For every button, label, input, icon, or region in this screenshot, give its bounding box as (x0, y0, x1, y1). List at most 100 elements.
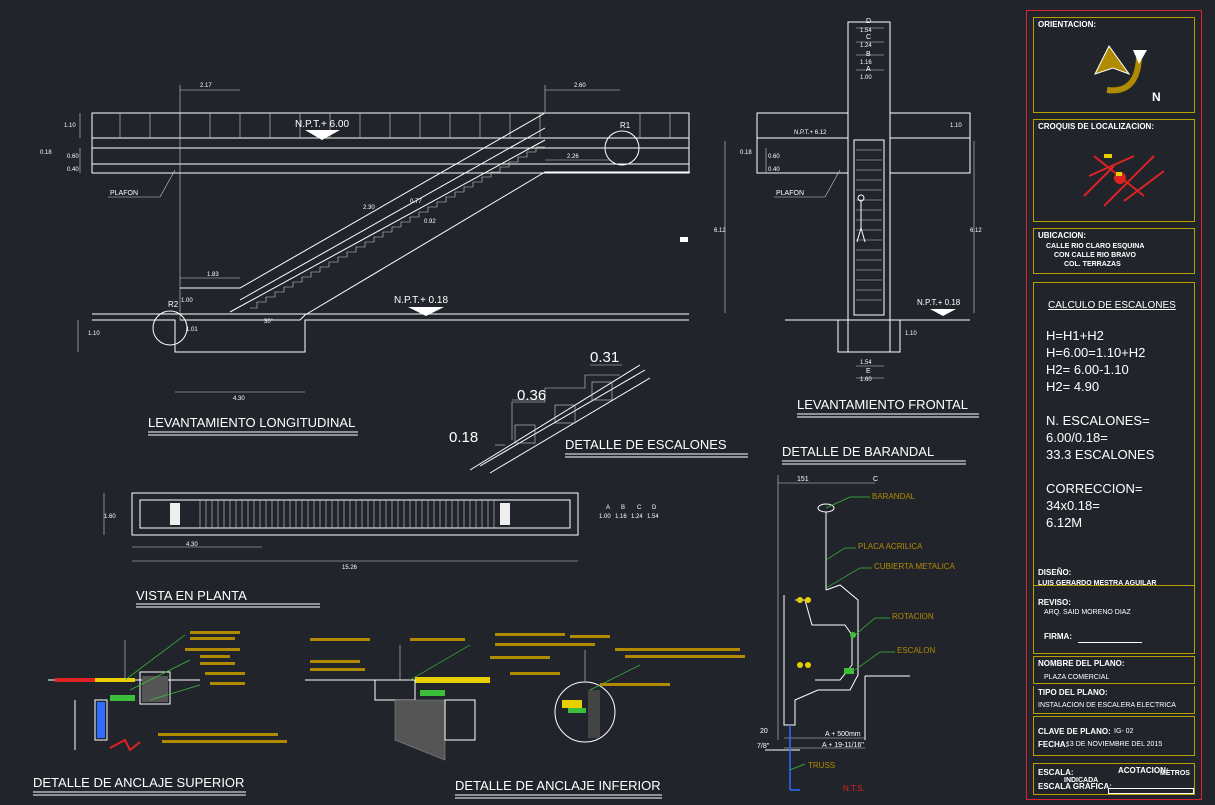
calculation-panel: CALCULO DE ESCALONES H=H1+H2 H=6.00=1.10… (1033, 282, 1195, 586)
rail-escalon: ESCALON (897, 646, 935, 655)
north-arrow-icon (1094, 45, 1147, 94)
dim-front-100: 1.00 (860, 75, 872, 81)
calc-line-2: H=6.00=1.10+H2 (1046, 345, 1146, 360)
dim-long-060: 0.60 (67, 154, 79, 160)
fecha-value: 13 DE NOVIEMBRE DEL 2015 (1066, 741, 1163, 748)
clave-heading: CLAVE DE PLANO: (1038, 727, 1111, 736)
dim-long-183: 1.83 (207, 272, 219, 278)
location-map-icon (1083, 154, 1165, 207)
plan-name-panel: NOMBRE DEL PLANO: PLAZA COMERCIAL (1033, 656, 1195, 684)
longitudinal-elevation (77, 85, 726, 393)
dim-front-124: 1.24 (860, 43, 872, 49)
firma-heading: FIRMA: (1044, 632, 1072, 641)
croquis-heading: CROQUIS DE LOCALIZACION: (1038, 122, 1154, 131)
r1-label: R1 (620, 121, 631, 130)
dim-long-101: 1.01 (186, 327, 198, 333)
dim-front-d: D (866, 18, 871, 25)
rail-151: 151 (797, 476, 809, 483)
dim-long-226: 2.26 (567, 154, 579, 160)
calc-line-4: H2= 4.90 (1046, 379, 1100, 394)
plan-a: A (606, 505, 610, 511)
design-panel: DISEÑO: LUIS GERARDO MESTRA AGUILAR REVI… (1033, 564, 1195, 654)
dim-long-092: 0.92 (424, 219, 436, 225)
ubicacion-heading: UBICACION: (1038, 231, 1086, 240)
plafon-front-label: PLAFON (776, 190, 804, 197)
dim-front-e: E (866, 368, 871, 375)
dim-front-040: 0.40 (768, 167, 780, 173)
plan-c: C (637, 505, 642, 511)
railing-title: DETALLE DE BARANDAL (782, 444, 934, 459)
steps-detail (469, 364, 651, 474)
dim-front-160: 1.60 (860, 377, 872, 383)
calc-line-8: 33.3 ESCALONES (1046, 447, 1155, 462)
dim-front-612: 6.12 (970, 228, 982, 234)
plan-title: VISTA EN PLANTA (136, 588, 247, 603)
dim-front-154: 1.54 (860, 28, 872, 34)
anchor-top-title: DETALLE DE ANCLAJE SUPERIOR (33, 775, 244, 790)
steps-036: 0.36 (517, 387, 546, 404)
escala-grafica-heading: ESCALA GRAFICA: (1038, 782, 1112, 791)
dim-front-b: B (866, 51, 871, 58)
fecha-heading: FECHA: (1038, 740, 1069, 749)
anchor-bottom-title: DETALLE DE ANCLAJE INFERIOR (455, 778, 661, 793)
steps-title: DETALLE DE ESCALONES (565, 437, 727, 452)
npt-top: N.P.T.+ 6.00 (295, 119, 349, 130)
clave-value: IG- 02 (1114, 728, 1134, 735)
plan-type-panel: TIPO DEL PLANO: INSTALACION DE ESCALERA … (1033, 686, 1195, 714)
plafon-label: PLAFON (110, 190, 138, 197)
calc-line-11: 34x0.18= (1046, 498, 1100, 513)
dim-front-a: A (866, 66, 871, 73)
location-sketch-panel: CROQUIS DE LOCALIZACION: (1033, 119, 1195, 222)
front-title: LEVANTAMIENTO FRONTAL (797, 397, 968, 412)
rail-a1911: A + 19-11/16" (822, 742, 864, 749)
orientation-panel: ORIENTACION: N (1033, 17, 1195, 113)
dim-long-110a: 1.10 (64, 123, 76, 129)
railing-detail (765, 475, 910, 791)
dim-long-430: 4.30 (233, 396, 245, 402)
calc-line-3: H2= 6.00-1.10 (1046, 362, 1129, 377)
plan-116: 1.16 (615, 514, 627, 520)
reviso-name: ARQ. SAID MORENO DIAZ (1044, 609, 1131, 616)
ubicacion-panel: UBICACION: CALLE RIO CLARO ESQUINA CON C… (1033, 228, 1195, 274)
dim-long-217: 2.17 (200, 83, 212, 89)
anchor-details (48, 634, 641, 761)
r2-label: R2 (168, 300, 179, 309)
dim-long-040: 0.40 (67, 167, 79, 173)
dim-front-e154: 1.54 (860, 360, 872, 366)
dim-front-110a: 1.10 (950, 123, 962, 129)
scale-panel: ESCALA: INDICADA ACOTACION: METROS ESCAL… (1033, 763, 1195, 795)
dim-long-018: 0.18 (40, 150, 52, 156)
dim-long-100: 1.00 (181, 298, 193, 304)
calc-title: CALCULO DE ESCALONES (1048, 300, 1176, 311)
dim-long-077: 0.77 (410, 199, 422, 205)
steps-031: 0.31 (590, 349, 619, 366)
graphic-scale-bar (1108, 788, 1194, 794)
rail-placa: PLACA ACRILICA (858, 542, 923, 551)
acotacion-heading: ACOTACION: (1118, 766, 1169, 775)
calc-line-10: CORRECCION= (1046, 481, 1143, 496)
dim-front-c: C (866, 34, 871, 41)
steps-018: 0.18 (449, 429, 478, 446)
plan-view (103, 492, 579, 562)
diseno-name: LUIS GERARDO MESTRA AGUILAR (1038, 580, 1157, 587)
orientation-heading: ORIENTACION: (1038, 20, 1097, 29)
rail-a500: A + 500mm (825, 731, 861, 738)
plan-124: 1.24 (631, 514, 643, 520)
plan-154: 1.54 (647, 514, 659, 520)
plan-1526: 15.26 (342, 565, 358, 571)
rail-c: C (873, 476, 878, 483)
calc-line-9 (1046, 463, 1154, 480)
escala-heading: ESCALA: (1038, 768, 1074, 777)
rail-rotacion: ROTACION (892, 612, 934, 621)
north-label: N (1152, 90, 1161, 104)
dim-front-018: 0.18 (740, 150, 752, 156)
rail-nts: N.T.S. (843, 784, 865, 793)
dim-long-612: 6.12 (714, 228, 726, 234)
rail-cubierta: CUBIERTA METALICA (874, 562, 956, 571)
acotacion-value: METROS (1160, 770, 1190, 777)
reviso-heading: REVISO: (1038, 598, 1071, 607)
tipo-plano-value: INSTALACION DE ESCALERA ELECTRICA (1038, 702, 1176, 709)
plan-b: B (621, 505, 625, 511)
rail-20: 20 (760, 728, 768, 735)
